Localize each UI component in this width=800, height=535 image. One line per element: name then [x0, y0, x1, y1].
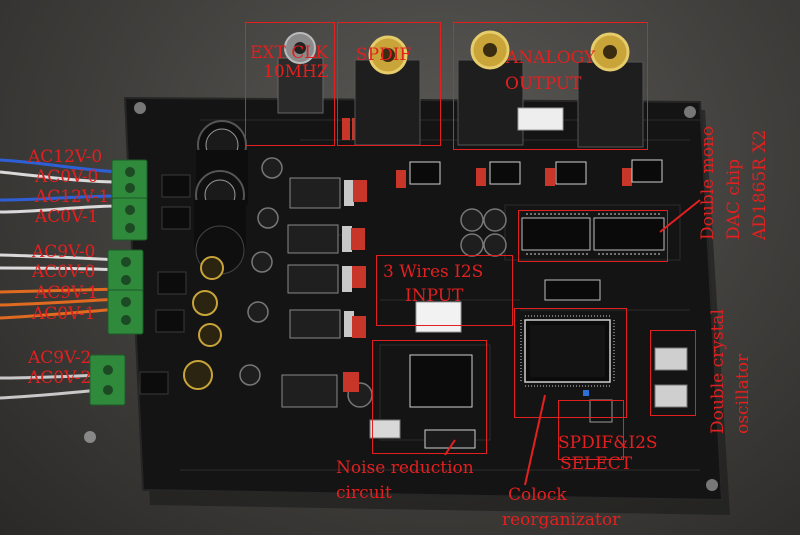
label-ac0v-2: AC0V-2 — [28, 368, 92, 388]
label-ext-clk: EXT CLK — [250, 43, 329, 63]
label-ac9v-0: AC9V-0 — [32, 242, 96, 262]
label-ac0v-0a: AC0V-0 — [35, 167, 99, 187]
label-spdif: SPDIF — [356, 45, 412, 65]
crystal-oscillator-box — [650, 330, 696, 416]
i2s-input-box — [376, 255, 513, 326]
clock-reorganizer-box — [514, 308, 627, 418]
label-noise-2: circuit — [336, 483, 392, 503]
noise-reduction-box — [372, 340, 487, 454]
label-clock-2: reorganizator — [502, 510, 621, 530]
label-analog: ANALOGY — [506, 48, 596, 68]
label-ac12v-1: AC12V-1 — [35, 187, 110, 207]
label-select-2: SELECT — [560, 454, 633, 474]
select-jumper-box — [558, 400, 624, 460]
label-ac9v-1: AC9V-1 — [35, 283, 99, 303]
analog-output-box — [453, 22, 648, 150]
label-i2s-2: INPUT — [405, 286, 464, 306]
dac-chip-box — [518, 210, 668, 262]
ext-clk-box — [245, 22, 335, 146]
label-select-1: SPDIF&I2S — [558, 433, 658, 453]
label-i2s-1: 3 Wires I2S — [383, 262, 484, 282]
label-ac12v-0: AC12V-0 — [28, 147, 103, 167]
label-ac0v-1a: AC0V-1 — [35, 207, 99, 227]
label-clock-1: Colock — [508, 485, 567, 505]
label-noise-1: Noise reduction — [336, 458, 474, 478]
label-ac0v-0b: AC0V-0 — [32, 262, 96, 282]
spdif-box — [337, 22, 441, 146]
label-ext-clk-freq: 10MHZ — [263, 62, 329, 82]
label-ac0v-1b: AC0V-1 — [32, 304, 96, 324]
label-output: OUTPUT — [505, 74, 582, 94]
label-ac9v-2: AC9V-2 — [28, 348, 92, 368]
